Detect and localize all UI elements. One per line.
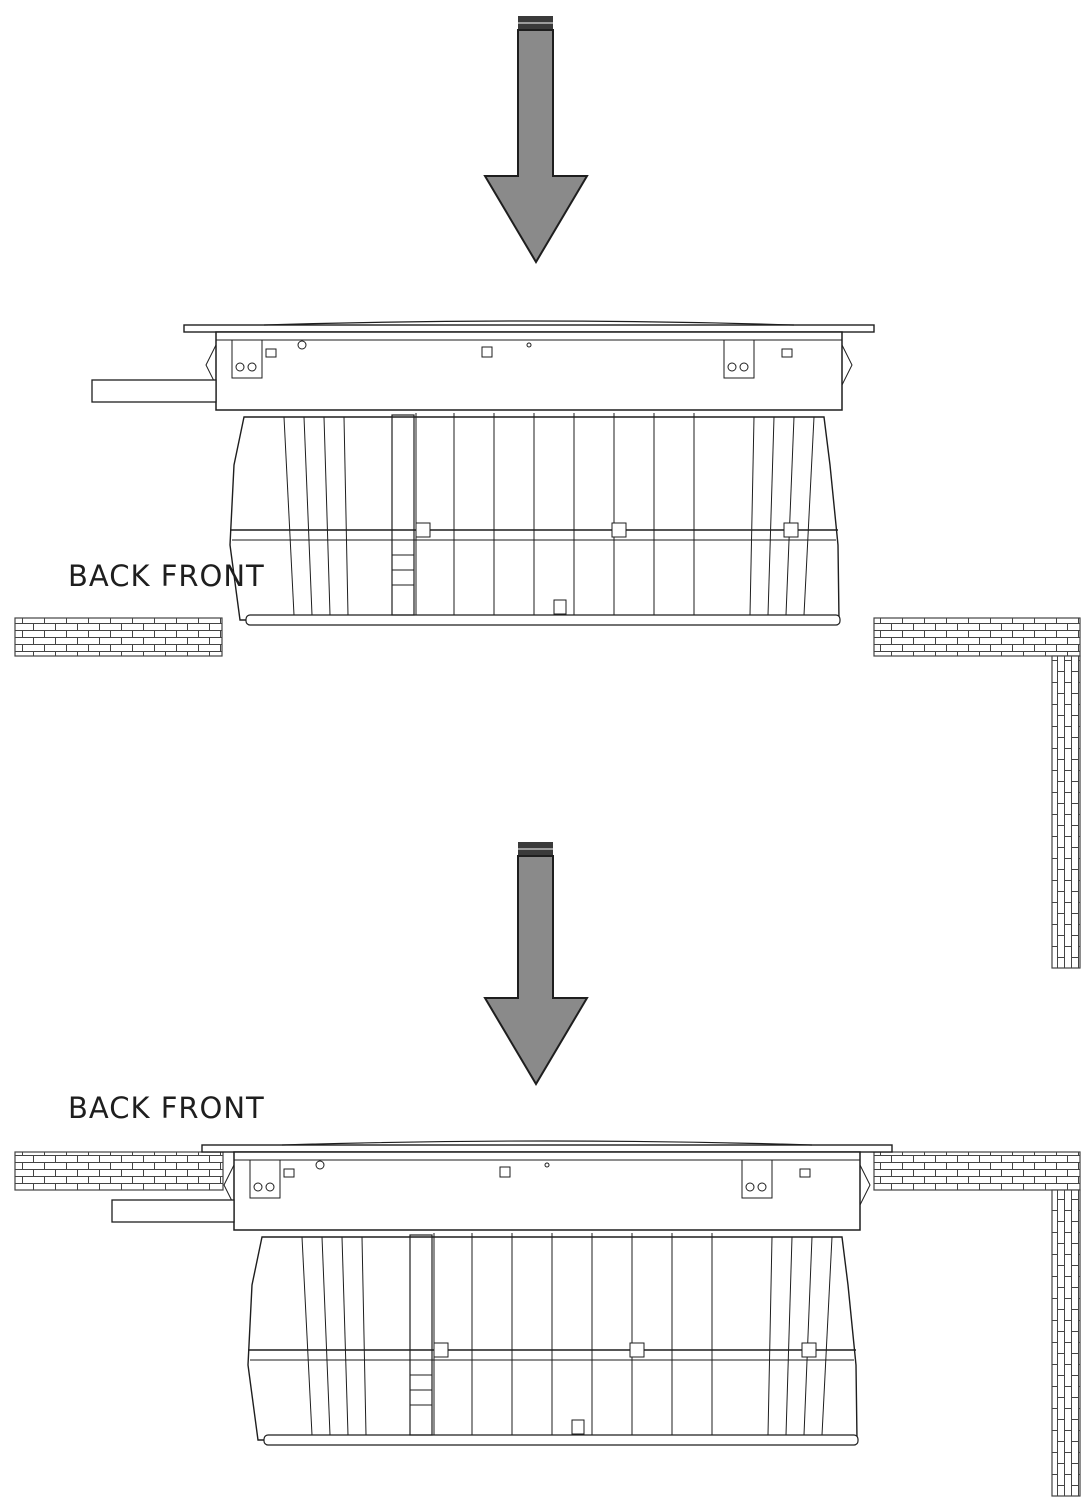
back-front-label-step1: BACK FRONT	[68, 559, 265, 593]
back-front-label-step2: BACK FRONT	[68, 1091, 265, 1125]
worktop-left-brick-step2	[14, 1151, 224, 1191]
top-down-arrow-icon	[483, 16, 589, 264]
hob-unit-step1	[183, 320, 875, 626]
power-cable-step1	[91, 379, 217, 403]
power-cable-step2	[111, 1199, 235, 1223]
hob-unit-step2	[201, 1140, 893, 1446]
worktop-right-brick-step1	[873, 617, 1081, 969]
bottom-down-arrow-icon	[483, 842, 589, 1086]
worktop-right-brick-step2	[873, 1151, 1081, 1497]
worktop-left-brick-step1	[14, 617, 223, 657]
